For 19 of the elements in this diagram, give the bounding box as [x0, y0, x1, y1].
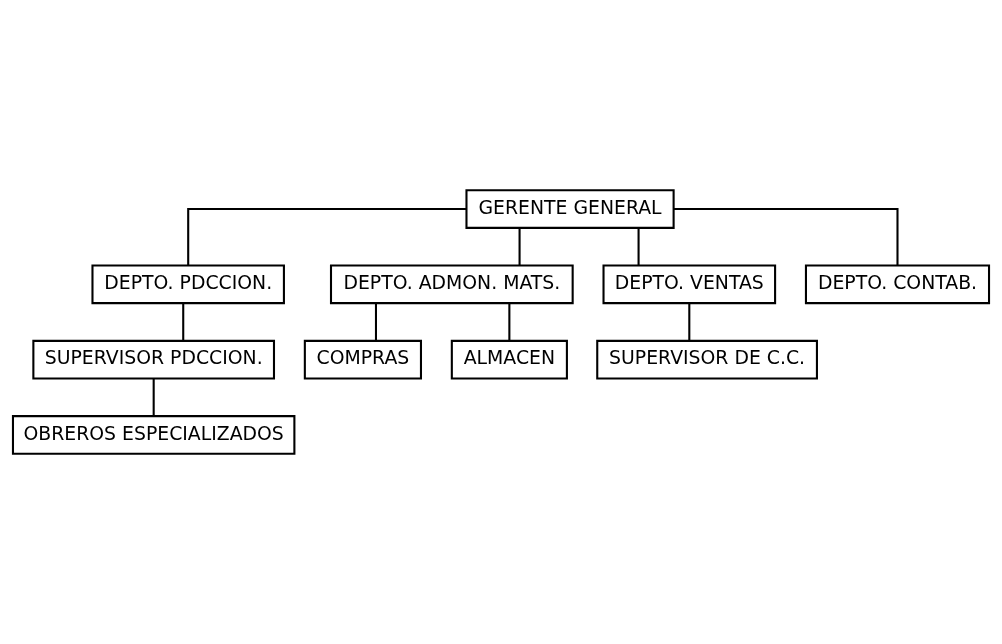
- node-box: DEPTO. PDCCION.: [91, 264, 285, 305]
- connector: [518, 228, 521, 266]
- node-box: COMPRAS: [303, 339, 422, 380]
- node-box: SUPERVISOR DE C.C.: [596, 339, 818, 380]
- connector: [187, 207, 467, 266]
- connector: [182, 303, 185, 341]
- node-box: DEPTO. CONTAB.: [804, 264, 991, 305]
- connector: [688, 303, 691, 341]
- node-box: DEPTO. ADMON. MATS.: [329, 264, 574, 305]
- connector: [374, 303, 378, 341]
- node-box: DEPTO. VENTAS: [602, 264, 777, 305]
- connector: [508, 303, 511, 341]
- node-box: ALMACEN: [450, 339, 568, 380]
- node-box: SUPERVISOR PDCCION.: [32, 339, 276, 380]
- connector: [637, 228, 640, 266]
- connector: [673, 207, 899, 266]
- connector: [152, 378, 155, 416]
- node-box: GERENTE GENERAL: [465, 189, 675, 229]
- node-box: OBREROS ESPECIALIZADOS: [11, 415, 296, 455]
